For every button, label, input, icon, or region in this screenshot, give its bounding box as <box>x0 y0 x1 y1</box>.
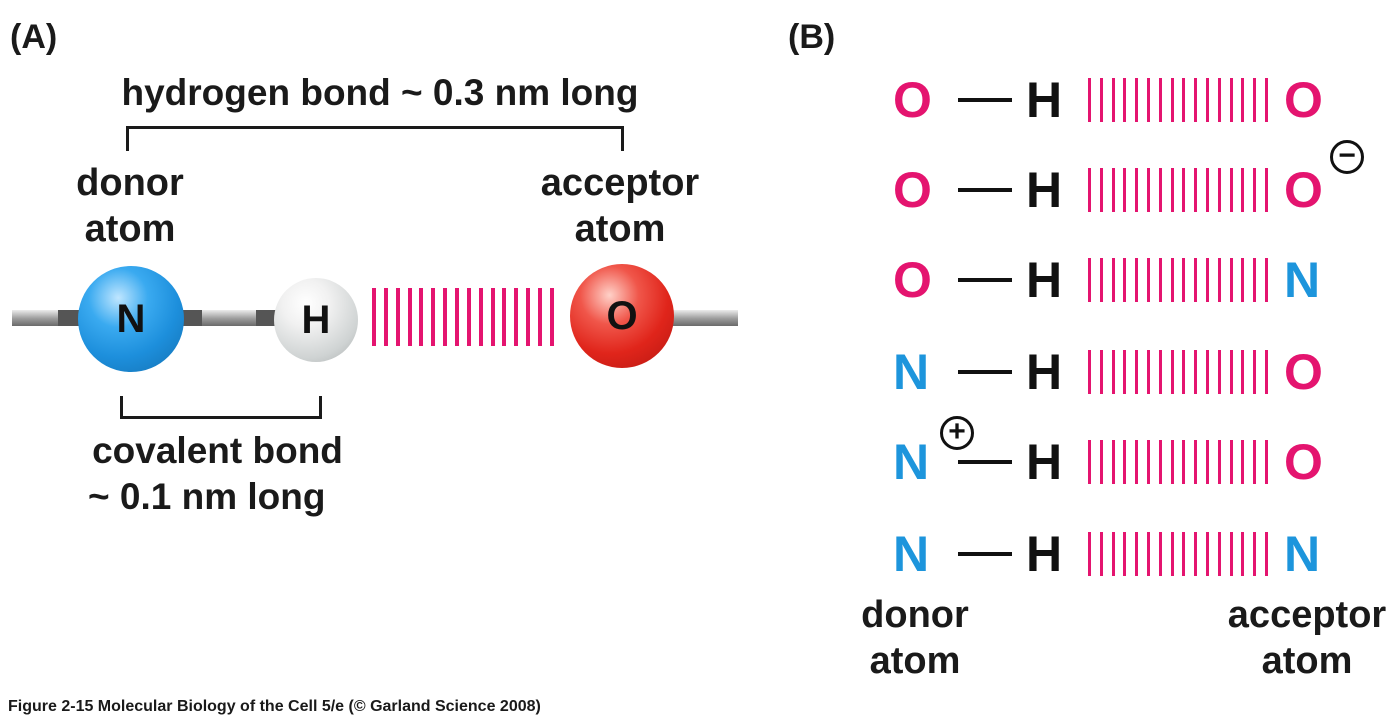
acceptor-label-line1: acceptor <box>540 162 700 204</box>
acceptor-atom-symbol: N <box>1284 252 1321 308</box>
acceptor-atom-symbol: O <box>1284 434 1323 490</box>
donor-label-line1: donor <box>76 162 184 204</box>
acceptor-atom-symbol: O <box>1284 344 1323 400</box>
hydrogen-atom: H <box>274 278 358 362</box>
acceptor-atom-symbol: O <box>1284 72 1323 128</box>
covalent-label-line1: covalent bond <box>92 430 343 471</box>
acceptor-atom-symbol: O <box>1284 162 1323 218</box>
oxygen-atom: O <box>570 264 674 368</box>
negative-charge-icon: − <box>1330 140 1364 174</box>
hydrogen-bond-dashes <box>1088 78 1268 122</box>
hydrogen-bond-dashes <box>1088 532 1268 576</box>
figure-caption: Figure 2-15 Molecular Biology of the Cel… <box>8 698 541 715</box>
donor-label-b-line2: atom <box>869 640 961 682</box>
donor-label-b-line1: donor <box>861 594 969 636</box>
panel-a-label: (A) <box>10 18 58 56</box>
nitrogen-symbol: N <box>116 296 146 341</box>
acceptor-label-line2: atom <box>574 208 666 250</box>
hydrogen-bond-bracket <box>126 126 624 151</box>
acceptor-label-b-line1: acceptor <box>1227 594 1387 636</box>
panel-b-label: (B) <box>788 18 836 56</box>
covalent-bond-rod <box>180 310 280 326</box>
bond-rod-right <box>668 310 738 326</box>
nitrogen-atom: N <box>78 266 184 372</box>
covalent-bond-dash <box>958 552 1012 556</box>
hydrogen-symbol: H <box>1026 162 1063 218</box>
donor-atom-symbol: N <box>893 434 930 490</box>
hydrogen-symbol: H <box>1026 72 1063 128</box>
covalent-bond-dash <box>958 98 1012 102</box>
acceptor-atom-label-b: acceptor atom <box>1218 592 1396 684</box>
donor-atom-label-b: donor atom <box>840 592 990 684</box>
hydrogen-symbol: H <box>1026 526 1063 582</box>
hydrogen-bond-dashes <box>1088 168 1268 212</box>
acceptor-atom-label-a: acceptor atom <box>520 160 720 252</box>
hydrogen-symbol: H <box>1026 344 1063 400</box>
covalent-bond-dash <box>958 370 1012 374</box>
covalent-bond-dash <box>958 460 1012 464</box>
donor-atom-symbol: O <box>893 72 932 128</box>
covalent-label-line2: ~ 0.1 nm long <box>88 476 326 517</box>
bond-rod-left-end <box>58 310 82 326</box>
hydrogen-bond-dashes <box>1088 350 1268 394</box>
hydrogen-symbol: H <box>1026 434 1063 490</box>
acceptor-label-b-line2: atom <box>1261 640 1353 682</box>
hydrogen-bond-dashes <box>1088 258 1268 302</box>
donor-atom-label-a: donor atom <box>40 160 220 252</box>
acceptor-atom-symbol: N <box>1284 526 1321 582</box>
hydrogen-bond-length-label: hydrogen bond ~ 0.3 nm long <box>121 72 639 113</box>
hydrogen-symbol: H <box>1026 252 1063 308</box>
oxygen-symbol: O <box>606 293 638 338</box>
donor-atom-symbol: O <box>893 252 932 308</box>
donor-atom-symbol: N <box>893 344 930 400</box>
covalent-bond-length-label: covalent bond ~ 0.1 nm long <box>80 428 355 520</box>
donor-label-line2: atom <box>84 208 176 250</box>
bond-row: N H O + <box>0 416 1400 492</box>
donor-atom-symbol: O <box>893 162 932 218</box>
hydrogen-bond-dashes-a <box>372 288 554 346</box>
covalent-bond-bracket <box>120 396 322 419</box>
covalent-bond-rod-end-n <box>180 310 202 326</box>
hydrogen-symbol: H <box>301 297 331 342</box>
hydrogen-bond-dashes <box>1088 440 1268 484</box>
positive-charge-icon: + <box>940 416 974 450</box>
donor-atom-symbol: N <box>893 526 930 582</box>
covalent-bond-dash <box>958 278 1012 282</box>
covalent-bond-dash <box>958 188 1012 192</box>
